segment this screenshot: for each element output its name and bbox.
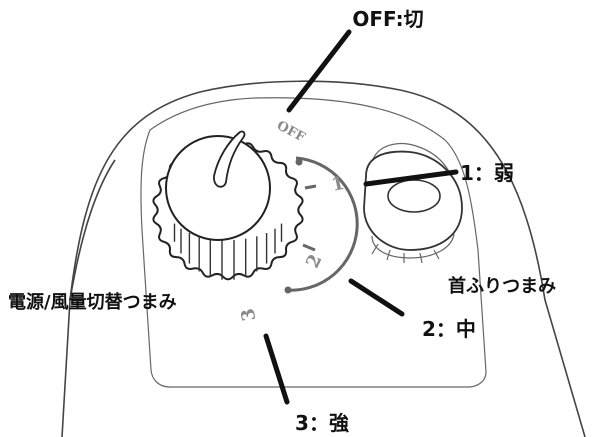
control-panel-face (140, 97, 487, 388)
arc-dot-off (295, 158, 303, 166)
dial-mark-1: 1 (330, 173, 347, 196)
leader-speed1 (363, 169, 459, 187)
callout-speed2: 2：中 (422, 317, 476, 341)
speed-arc (284, 156, 359, 294)
leader-speed3 (263, 333, 290, 405)
leader-off (286, 29, 352, 113)
arc-tick-1 (304, 184, 317, 190)
dial-mark-2: 2 (302, 251, 326, 271)
knob-face (165, 135, 271, 241)
callout-speed3: 3：強 (295, 411, 349, 435)
oscillation-knob-top (387, 179, 441, 213)
knob-pointer (213, 130, 246, 188)
arc-tick-2 (302, 243, 316, 252)
power-speed-knob[interactable] (152, 130, 304, 281)
callout-off: OFF:切 (352, 7, 423, 31)
housing-outline (61, 80, 586, 437)
dial-mark-off: OFF (274, 118, 308, 146)
callout-oscillation-knob: 首ふりつまみ (448, 275, 556, 297)
arc-dot-3 (284, 286, 292, 294)
callout-power-knob: 電源/風量切替つまみ (8, 291, 177, 313)
knob-ridges (173, 223, 283, 280)
oscillation-knob[interactable] (363, 142, 463, 264)
dial-mark-3: 3 (237, 307, 260, 323)
callout-speed1: 1：弱 (460, 161, 514, 185)
leader-speed2 (348, 278, 405, 317)
